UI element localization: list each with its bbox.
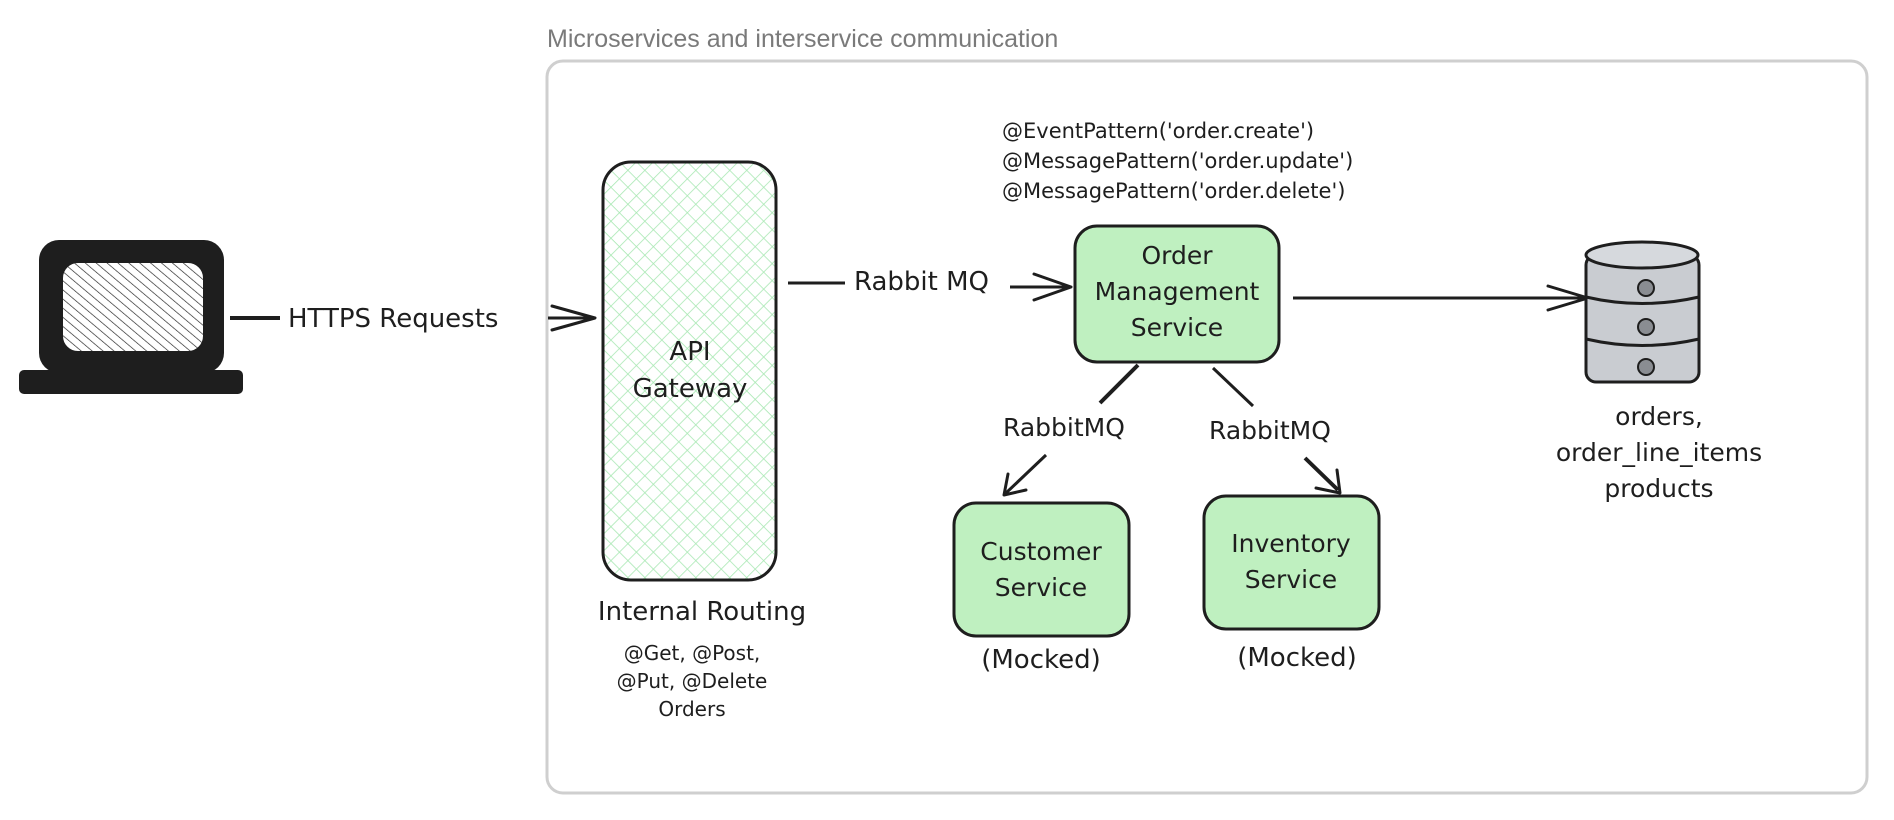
database-top — [1584, 240, 1700, 270]
inventory-rabbitmq-label: RabbitMQ — [1209, 416, 1331, 445]
order-inventory-line-bottom — [1303, 456, 1340, 492]
order-pattern-create: @EventPattern('order.create') — [1002, 119, 1314, 143]
order-inventory-arrow-head — [1314, 468, 1342, 495]
inventory-service-label-line1: Inventory — [1231, 529, 1351, 558]
laptop-screen-hatch — [62, 262, 204, 352]
rabbitmq-order-customer-link: RabbitMQ — [1002, 363, 1140, 497]
rabbitmq-order-inventory-link: RabbitMQ — [1209, 366, 1342, 495]
customer-rabbitmq-label: RabbitMQ — [1003, 413, 1125, 442]
inventory-mocked-note: (Mocked) — [1237, 643, 1357, 673]
order-management-service: @EventPattern('order.create') @MessagePa… — [1002, 119, 1353, 364]
routing-methods-line2: @Put, @Delete — [617, 669, 768, 693]
customer-service-box — [952, 501, 1131, 638]
customer-service-label-line1: Customer — [980, 537, 1102, 566]
order-service-label-line3: Service — [1131, 313, 1223, 342]
customer-service: Customer Service (Mocked) — [952, 501, 1131, 675]
inventory-service-label-line2: Service — [1245, 565, 1337, 594]
order-inventory-line-top — [1211, 366, 1255, 408]
database-divider-1 — [1585, 295, 1700, 305]
api-gateway-box — [601, 160, 778, 582]
rabbitmq-gateway-order-arrow: Rabbit MQ — [788, 267, 1073, 302]
database-tables-line1: orders, — [1615, 402, 1703, 431]
internal-routing-title: Internal Routing — [598, 597, 806, 627]
frame-title: Microservices and interservice communica… — [547, 25, 1058, 53]
api-gateway-label-line1: API — [669, 337, 710, 367]
laptop-base — [19, 370, 243, 394]
api-gateway: API Gateway Internal Routing @Get, @Post… — [598, 160, 806, 721]
database-indicator-3 — [1637, 358, 1655, 376]
database-tables-line3: products — [1604, 474, 1713, 503]
order-customer-line-bottom — [1004, 453, 1048, 495]
laptop-icon — [19, 240, 243, 394]
order-database-arrow — [1293, 284, 1590, 312]
database-icon — [1584, 240, 1701, 384]
order-service-box — [1073, 224, 1281, 364]
order-service-label-line2: Management — [1095, 277, 1260, 306]
https-arrow-head — [550, 304, 597, 332]
rabbit-mq-label: Rabbit MQ — [854, 267, 989, 297]
gateway-order-arrow-head — [1032, 272, 1073, 302]
database-tables-label: orders, order_line_items products — [1556, 402, 1762, 503]
database-indicator-2 — [1637, 318, 1655, 336]
routing-methods-line3: Orders — [658, 697, 725, 721]
order-pattern-delete: @MessagePattern('order.delete') — [1002, 179, 1345, 203]
inventory-service: Inventory Service (Mocked) — [1202, 494, 1381, 673]
order-customer-line-top — [1098, 363, 1140, 405]
customer-service-label-line2: Service — [995, 573, 1087, 602]
order-customer-arrow-head — [1002, 472, 1028, 497]
database-tables-line2: order_line_items — [1556, 438, 1762, 467]
routing-methods-line1: @Get, @Post, — [624, 641, 761, 665]
https-requests-arrow: HTTPS Requests — [230, 304, 597, 334]
database-indicator-1 — [1637, 279, 1655, 297]
order-service-label-line1: Order — [1141, 241, 1213, 270]
frame-border — [545, 59, 1869, 795]
inventory-service-box — [1202, 494, 1381, 631]
api-gateway-label-line2: Gateway — [633, 374, 748, 404]
https-requests-label: HTTPS Requests — [288, 304, 498, 334]
database-divider-2 — [1585, 337, 1700, 347]
order-pattern-update: @MessagePattern('order.update') — [1002, 149, 1353, 173]
customer-mocked-note: (Mocked) — [981, 645, 1101, 675]
microservices-frame: Microservices and interservice communica… — [545, 25, 1869, 795]
